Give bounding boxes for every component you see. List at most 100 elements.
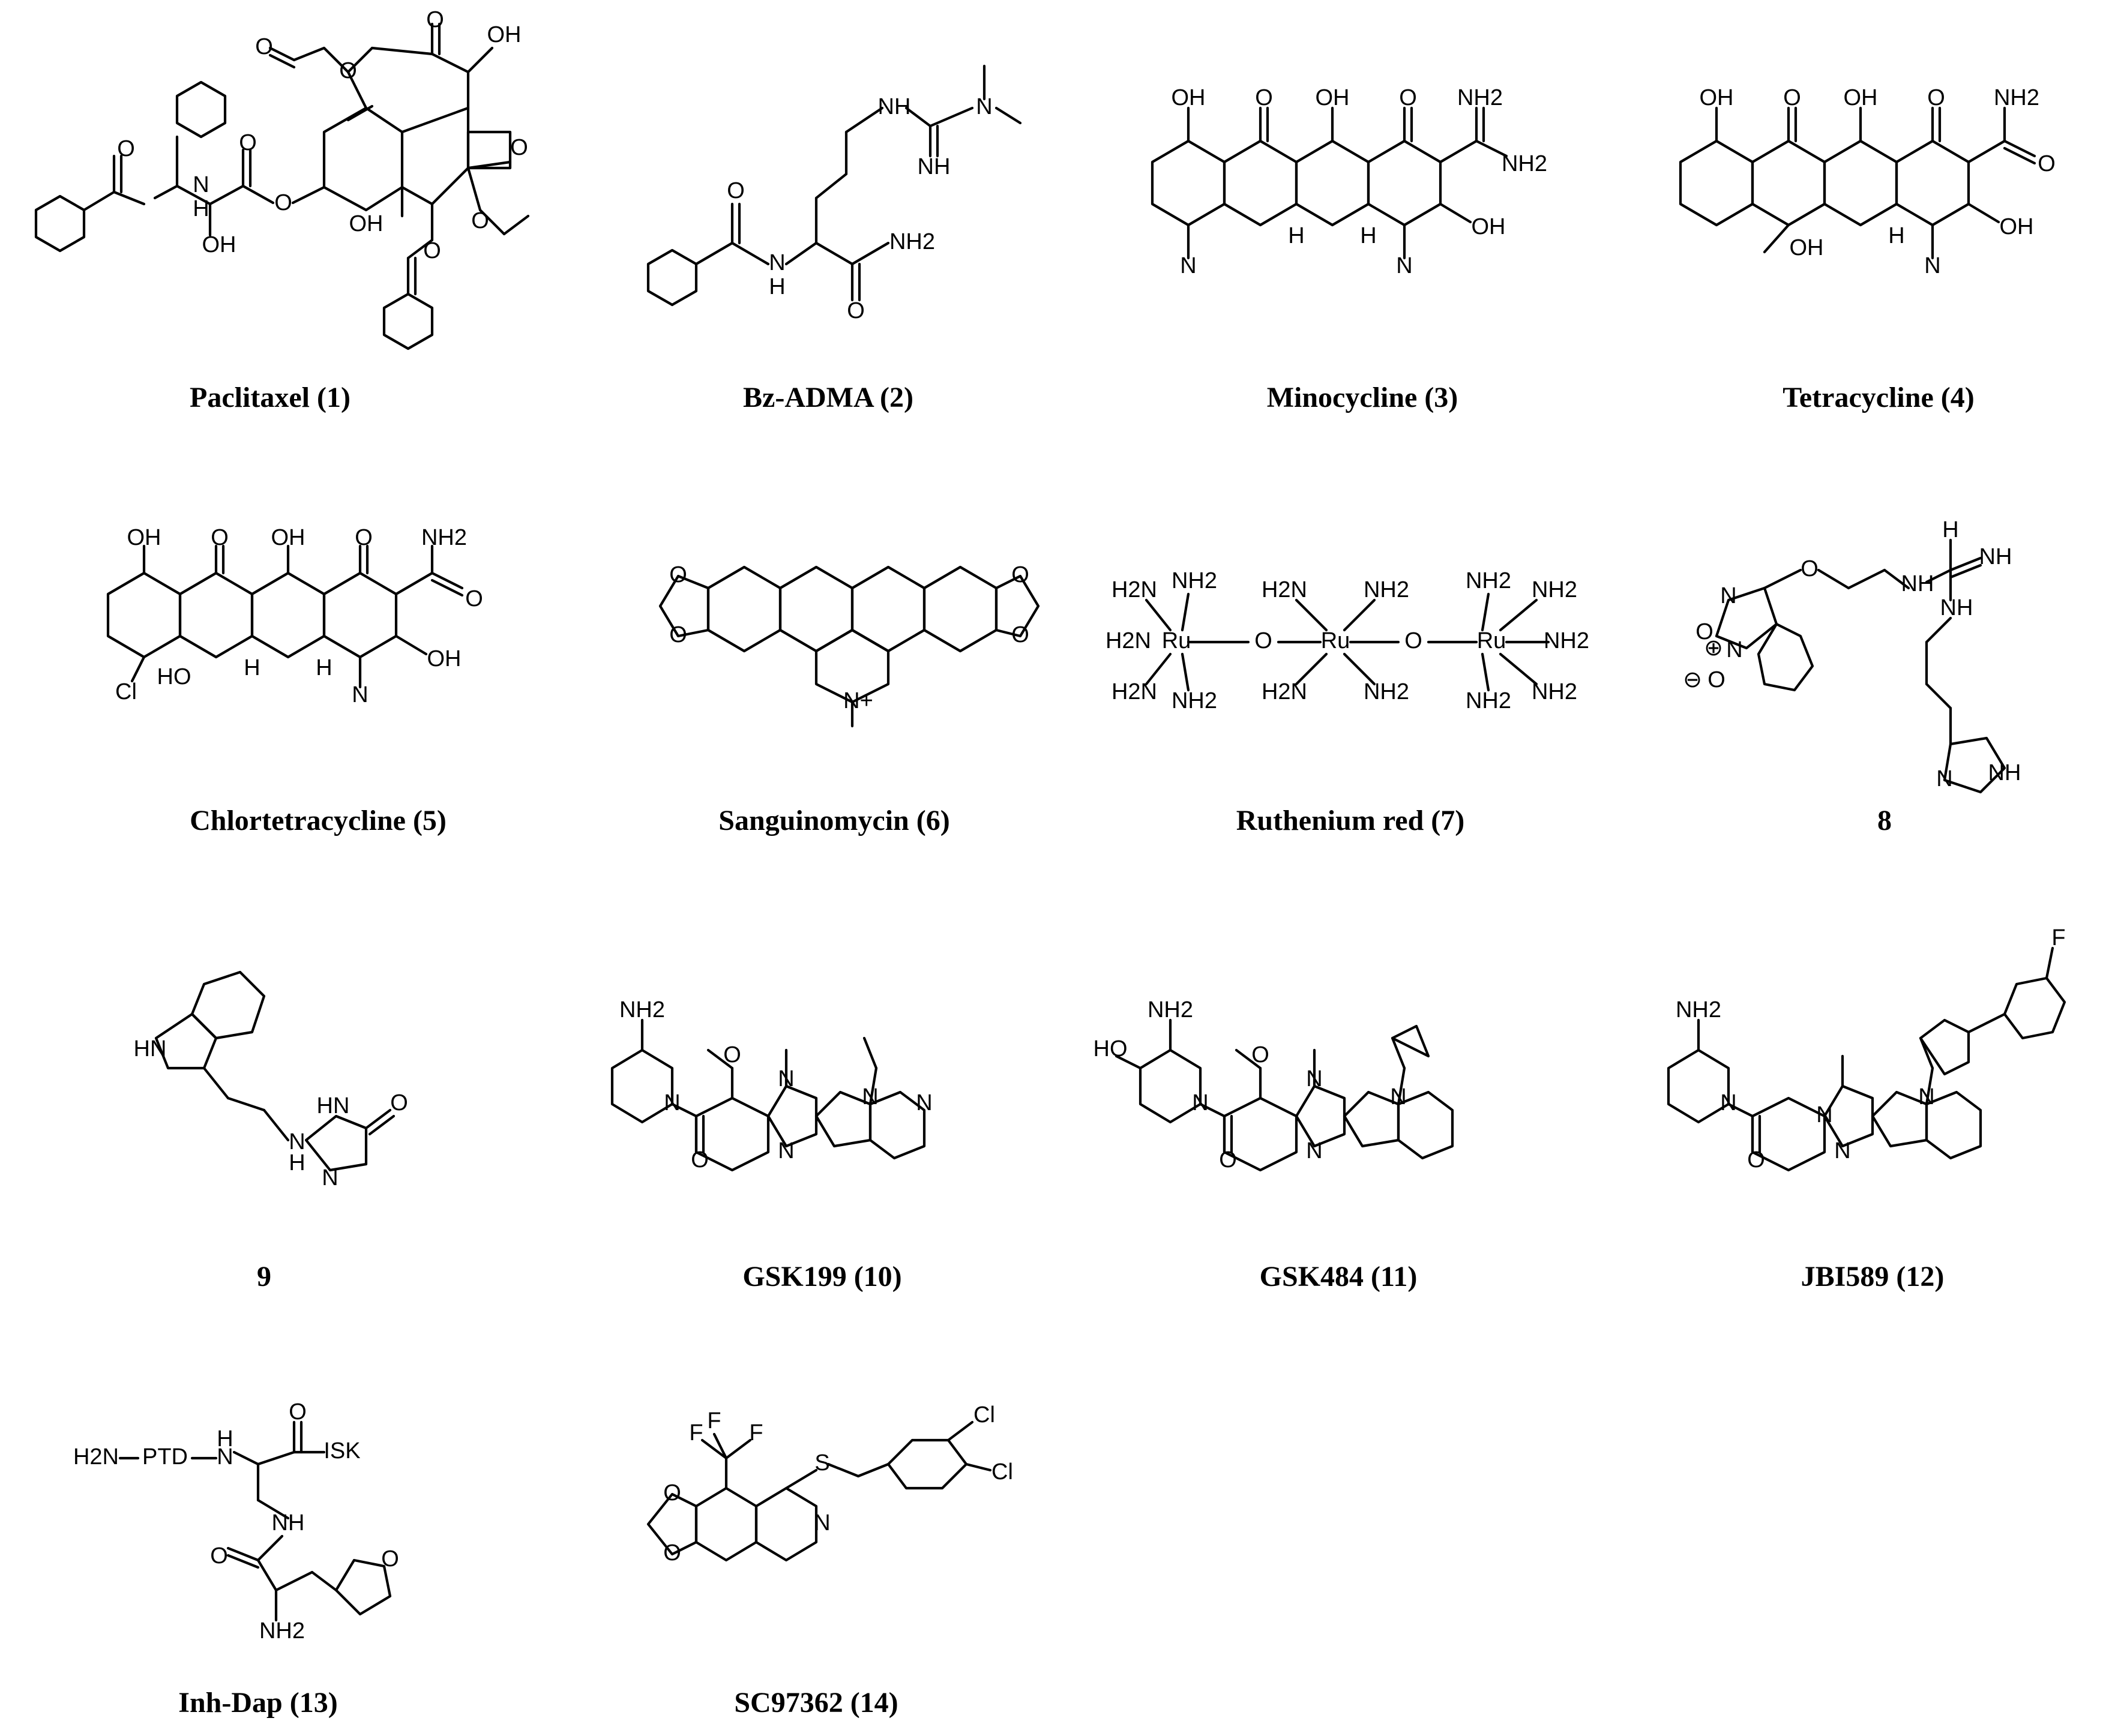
atom-label-f: F: [749, 1420, 763, 1446]
atom-label-nh2: NH2: [1172, 568, 1217, 593]
atom-label-nh2: NH2: [1364, 679, 1409, 704]
atom-label-n: N: [1720, 1090, 1736, 1116]
atom-label-o: O: [117, 136, 135, 161]
paclitaxel-structure: N H O OH O O OH O OH O O O O O: [34, 7, 530, 350]
atom-label-ho: HO: [157, 664, 191, 689]
atom-label-oh: OH: [127, 525, 161, 550]
atom-label-h: H: [217, 1426, 233, 1452]
atom-label-h: H: [769, 274, 785, 299]
compound-11-gsk484: NH2 HO N O O N N N GSK484 (11): [1092, 960, 1584, 1308]
atom-label-f: F: [2051, 925, 2065, 951]
compound-9: HN N H HN O N 9: [120, 960, 408, 1308]
atom-label-o: O: [211, 525, 229, 550]
atom-label-nh2: NH2: [1172, 688, 1217, 713]
sc97362-structure: O O F F F N S Cl Cl: [646, 1402, 1013, 1566]
atom-label-h2n: H2N: [1112, 577, 1157, 602]
atom-label-nh2: NH2: [619, 997, 665, 1023]
atom-label-n: N: [862, 1084, 878, 1110]
atom-label-hn: HN: [317, 1093, 350, 1119]
atom-label-h: H: [1942, 517, 1958, 542]
atom-label-ru: Ru: [1321, 628, 1350, 653]
atom-label-o: O: [339, 58, 357, 83]
atom-label-o: O: [1254, 628, 1272, 653]
atom-label-nh2: NH2: [1466, 568, 1511, 593]
sanguinomycin-structure: O O O O N+: [658, 562, 1040, 728]
atom-label-n: N: [352, 682, 368, 707]
atom-label-o: O: [1011, 622, 1029, 647]
atom-label-oh: OH: [1844, 85, 1878, 110]
compound-13-inh-dap: H2N PTD H N O ISK NH O NH2 O Inh-Dap (13…: [72, 1386, 444, 1722]
compound-3-minocycline: OH O OH O NH2 NH2 OH N N H H Minocycline…: [1128, 12, 1596, 420]
atom-label-n: N: [322, 1165, 338, 1191]
atom-label-o: O: [1801, 556, 1819, 581]
atom-label-nh: NH: [918, 154, 951, 179]
atom-label-f: F: [689, 1420, 703, 1446]
atom-label-n: N: [1192, 1090, 1208, 1116]
atom-label-h: H: [1360, 223, 1376, 248]
atom-label-ptd: PTD: [142, 1444, 188, 1470]
atom-label-nh: NH: [1979, 544, 2012, 569]
atom-label-h: H: [244, 655, 260, 680]
compound-caption: Bz-ADMA (2): [743, 382, 913, 413]
compound-caption: Ruthenium red (7): [1236, 805, 1465, 836]
atom-label-nh2: NH2: [421, 525, 467, 550]
atom-label-o: O: [1747, 1147, 1765, 1173]
atom-label-nh2: NH2: [1466, 688, 1511, 713]
atom-label-n: N: [1396, 253, 1412, 278]
atom-label-h2n: H2N: [1112, 679, 1157, 704]
atom-label-n: N: [217, 1444, 233, 1470]
compound-8: N O NH H NH NH O N ⊕ ⊖ O N NH 8: [1668, 492, 2101, 858]
atom-label-o: O: [2038, 151, 2056, 176]
atom-label-o: O: [1695, 619, 1713, 644]
atom-label-h2n: H2N: [1262, 679, 1307, 704]
atom-label-n: N: [778, 1066, 794, 1092]
atom-label-o: O: [426, 7, 444, 32]
atom-label-h2n: H2N: [1106, 628, 1151, 653]
atom-label-nh: N: [193, 172, 209, 197]
atom-label-o: O: [723, 1042, 741, 1068]
atom-label-nh: NH: [1988, 760, 2021, 785]
atom-label-oh: OH: [271, 525, 305, 550]
bz-adma-structure: N H O O NH2 NH NH N: [646, 64, 1022, 323]
atom-label-o: O: [1255, 85, 1273, 110]
atom-label-o: O: [465, 586, 483, 611]
compound-8-structure: N O NH H NH NH O N ⊕ ⊖ O N NH: [1683, 517, 2021, 794]
atom-label-n: N: [1834, 1138, 1850, 1164]
compound-caption: GSK199 (10): [742, 1261, 902, 1293]
atom-label-n: N: [1924, 253, 1940, 278]
compound-caption: Inh-Dap (13): [178, 1687, 338, 1719]
atom-label-h: H: [1888, 223, 1904, 248]
atom-label-n: N: [1720, 583, 1736, 608]
atom-label-s: S: [814, 1450, 829, 1476]
atom-label-oh: OH: [427, 646, 462, 671]
atom-label-cl: Cl: [991, 1459, 1013, 1485]
atom-label-nh2: NH2: [1532, 577, 1577, 602]
atom-label-n: N: [289, 1129, 305, 1155]
atom-label-nh2: NH2: [1544, 628, 1589, 653]
atom-label-o: O: [669, 622, 687, 647]
compound-caption: Chlortetracycline (5): [190, 805, 447, 836]
compound-1-paclitaxel: N H O OH O O OH O OH O O O O O Paclitaxe…: [12, 7, 530, 420]
atom-label-n: N: [664, 1090, 680, 1116]
atom-label-hn: HN: [134, 1036, 167, 1062]
atom-label-n: N: [769, 250, 785, 275]
atom-label-minus: ⊖: [1683, 667, 1702, 692]
compound-caption: 9: [257, 1261, 271, 1293]
atom-label-h: H: [1288, 223, 1304, 248]
atom-label-o: O: [1707, 667, 1725, 692]
atom-label-n: N: [1918, 1084, 1934, 1110]
atom-label-cl: Cl: [115, 679, 137, 704]
atom-label-nh2: NH2: [259, 1618, 305, 1644]
atom-label-nh: NH: [1940, 595, 1973, 620]
atom-label-nh2: NH2: [1676, 997, 1721, 1023]
ruthenium-red-structure: Ru Ru Ru O O H2N H2N H2N NH2 NH2 H2N H2N…: [1106, 568, 1589, 713]
compound-caption: Minocycline (3): [1266, 382, 1458, 413]
atom-label-o: O: [255, 34, 273, 59]
compound-10-gsk199: NH2 N O O N N N N GSK199 (10): [588, 960, 1056, 1308]
atom-label-oh: OH: [1172, 85, 1206, 110]
atom-label-o: O: [274, 190, 292, 215]
atom-label-nh2: NH2: [889, 229, 935, 254]
atom-label-plus: ⊕: [1704, 635, 1723, 661]
atom-label-n: N: [1306, 1066, 1322, 1092]
